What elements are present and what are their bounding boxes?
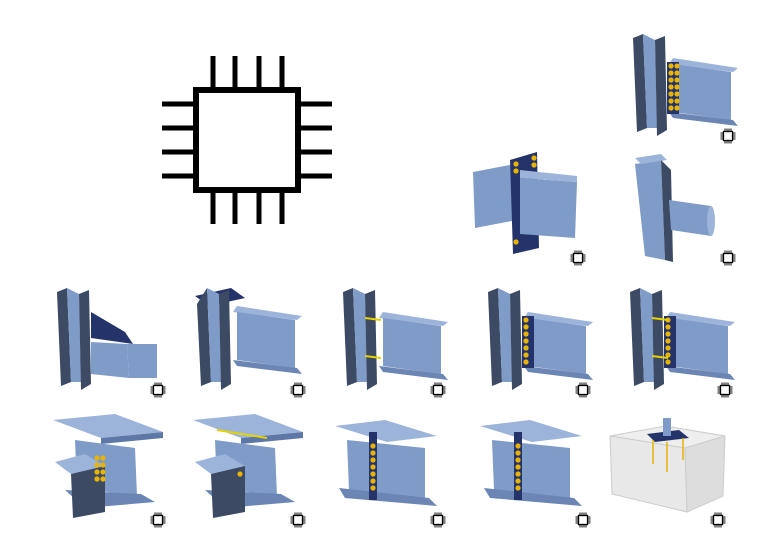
column-beam-stiffeners-image [343, 288, 448, 390]
component-thumbnail-beam-splice-bolted[interactable] [470, 412, 595, 530]
chip-icon [710, 512, 726, 528]
component-thumbnail-tube-end-plate[interactable] [465, 150, 590, 268]
tube-to-tube-image [635, 154, 715, 262]
component-thumbnail-beam-splice[interactable] [325, 412, 450, 530]
chip-icon [430, 512, 446, 528]
beam-to-beam-bolted-image [53, 414, 163, 518]
component-thumbnail-column-beam-end-plate[interactable] [470, 282, 595, 400]
beam-splice-image [335, 420, 437, 506]
chip-icon [717, 382, 733, 398]
component-thumbnail-column-beam-fin-plate[interactable] [612, 282, 737, 400]
component-thumbnail-column-cap-beam[interactable] [185, 282, 310, 400]
chip-icon [430, 382, 446, 398]
haunch-image [57, 288, 157, 390]
chip-icon [290, 382, 306, 398]
tube-end-plate-image [473, 152, 577, 254]
component-thumbnail-haunch[interactable] [45, 282, 170, 400]
chip-icon [150, 382, 166, 398]
chip-icon [575, 512, 591, 528]
chip-icon [720, 128, 736, 144]
column-beam-end-plate-image [488, 288, 593, 390]
component-thumbnail-column-beam-bolted[interactable] [615, 28, 740, 146]
component-thumbnail-tube-to-tube[interactable] [615, 150, 740, 268]
column-cap-beam-image [195, 288, 302, 390]
component-thumbnail-beam-to-beam-bolted[interactable] [45, 412, 170, 530]
base-plate-image [609, 418, 726, 513]
chip-icon [570, 250, 586, 266]
column-beam-bolted-image [633, 34, 738, 136]
column-beam-fin-plate-image [630, 288, 735, 390]
chip-icon [720, 250, 736, 266]
component-thumbnail-base-plate[interactable] [605, 412, 730, 530]
component-thumbnail-column-beam-stiffeners[interactable] [325, 282, 450, 400]
component-thumbnail-beam-to-beam-welded[interactable] [185, 412, 310, 530]
beam-to-beam-welded-image [193, 414, 303, 518]
chip-icon [158, 52, 338, 230]
chip-icon [290, 512, 306, 528]
chip-icon [575, 382, 591, 398]
chip-icon [150, 512, 166, 528]
beam-splice-bolted-image [480, 420, 582, 506]
